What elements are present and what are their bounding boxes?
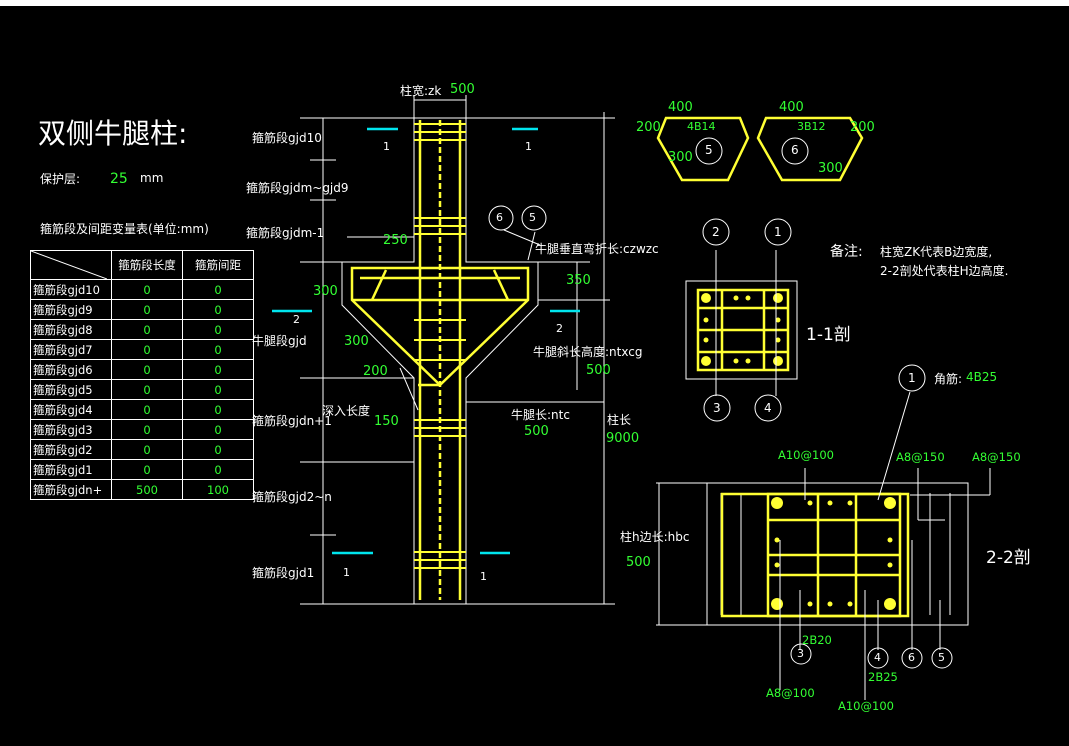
section-22-rebar <box>720 492 910 618</box>
section-marks <box>272 127 580 555</box>
top-border <box>0 0 1069 6</box>
stirrups <box>414 123 466 569</box>
section-22-bars <box>771 497 896 610</box>
bent-bars <box>656 116 864 182</box>
bubbles <box>488 137 953 669</box>
section-11-rebar <box>696 288 790 372</box>
section-22-leaders <box>715 250 991 700</box>
